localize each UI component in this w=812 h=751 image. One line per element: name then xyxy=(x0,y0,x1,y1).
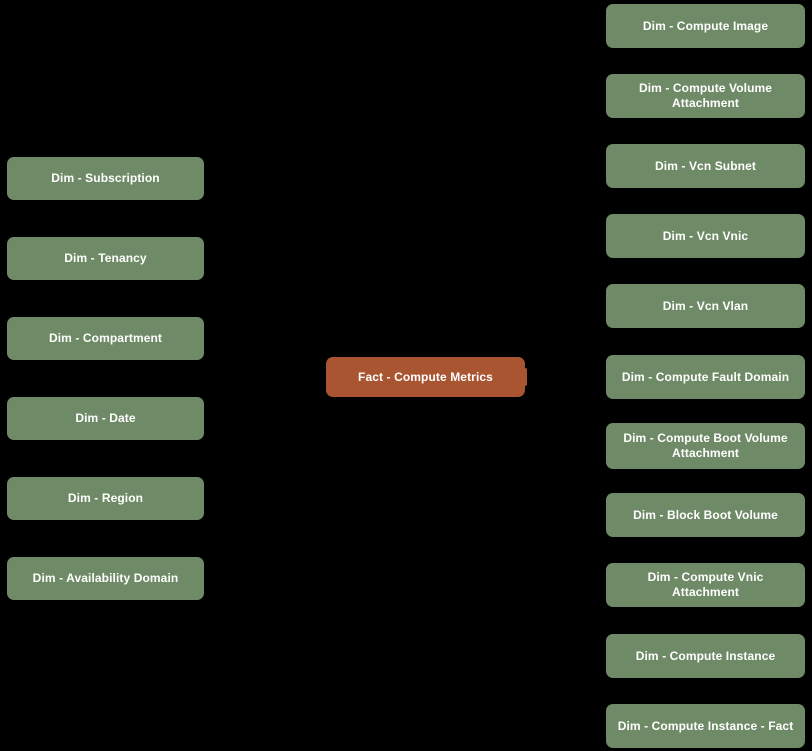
dimension-node-label: Dim - Vcn Vnic xyxy=(662,228,749,243)
dimension-node-label: Dim - Tenancy xyxy=(64,251,147,265)
dimension-node-label: Dim - Compartment xyxy=(48,331,163,345)
dimension-node-label: Dim - Compute Instance xyxy=(635,648,776,663)
dimension-node-label: Dim - Compute Image xyxy=(642,18,769,33)
dimension-node-vcn-subnet[interactable]: Dim - Vcn Subnet xyxy=(606,144,805,188)
dimension-node-vcn-vlan[interactable]: Dim - Vcn Vlan xyxy=(606,284,805,328)
dimension-node-compute-instance-fact[interactable]: Dim - Compute Instance - Fact xyxy=(606,704,805,748)
dimension-node-block-boot-volume[interactable]: Dim - Block Boot Volume xyxy=(606,493,805,537)
dimension-node-compute-volume-attachment[interactable]: Dim - Compute Volume Attachment xyxy=(606,74,805,118)
dimension-node-compartment[interactable]: Dim - Compartment xyxy=(7,317,204,360)
dimension-node-vcn-vnic[interactable]: Dim - Vcn Vnic xyxy=(606,214,805,258)
dimension-node-label: Dim - Compute Volume Attachment xyxy=(638,81,773,110)
dimension-node-date[interactable]: Dim - Date xyxy=(7,397,204,440)
dimension-node-label: Dim - Region xyxy=(67,491,144,505)
dimension-node-label: Dim - Subscription xyxy=(51,171,160,185)
dimension-node-label: Dim - Compute Boot Volume Attachment xyxy=(623,431,788,460)
dimension-node-availability-domain[interactable]: Dim - Availability Domain xyxy=(7,557,204,600)
dimension-node-label: Dim - Compute Fault Domain xyxy=(621,369,790,384)
dimension-node-compute-boot-volume-attachment[interactable]: Dim - Compute Boot Volume Attachment xyxy=(606,423,805,469)
dimension-node-label: Dim - Compute Instance - Fact xyxy=(617,718,794,733)
dimension-node-compute-vnic-attachment[interactable]: Dim - Compute Vnic Attachment xyxy=(606,563,805,607)
dimension-node-subscription[interactable]: Dim - Subscription xyxy=(7,157,204,200)
dimension-node-label: Dim - Vcn Vlan xyxy=(662,298,749,313)
dimension-node-compute-instance[interactable]: Dim - Compute Instance xyxy=(606,634,805,678)
dimension-node-region[interactable]: Dim - Region xyxy=(7,477,204,520)
dimension-node-compute-image[interactable]: Dim - Compute Image xyxy=(606,4,805,48)
dimension-node-label: Dim - Compute Vnic Attachment xyxy=(647,570,764,599)
dimension-node-tenancy[interactable]: Dim - Tenancy xyxy=(7,237,204,280)
dimension-node-compute-fault-domain[interactable]: Dim - Compute Fault Domain xyxy=(606,355,805,399)
fact-node-compute-metrics[interactable]: Fact - Compute Metrics xyxy=(326,357,525,397)
dimension-node-label: Dim - Date xyxy=(75,411,136,425)
fact-node-label: Fact - Compute Metrics xyxy=(358,369,493,384)
dimension-node-label: Dim - Vcn Subnet xyxy=(655,158,756,173)
dimension-node-label: Dim - Availability Domain xyxy=(32,571,179,585)
dimension-node-label: Dim - Block Boot Volume xyxy=(633,507,778,522)
